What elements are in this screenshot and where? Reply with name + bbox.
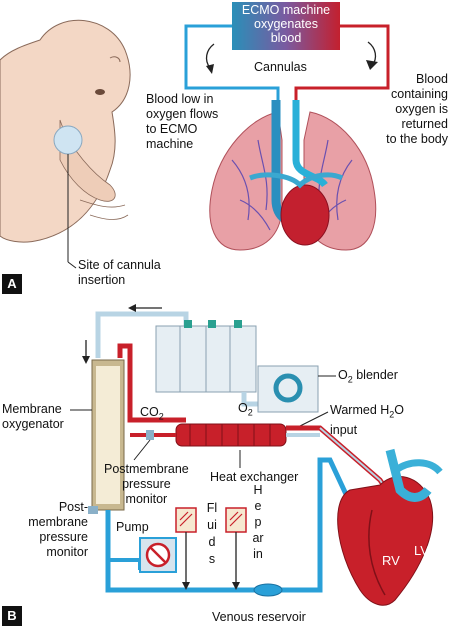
cannula-site-marker <box>53 125 83 155</box>
membrane-oxygenator-label: Membrane oxygenator <box>2 402 64 431</box>
panel-a-illustration <box>0 2 390 269</box>
heparin-label: Heparin <box>252 483 264 561</box>
venous-reservoir <box>253 583 283 597</box>
heparin-bag <box>225 507 247 590</box>
returned-oxygen-label: Blood containing oxygen is returned to t… <box>386 72 448 146</box>
postmembrane-monitor-label: Postmembrane pressure monitor <box>104 462 189 506</box>
heart-b <box>337 448 443 606</box>
panel-b-circuit <box>70 304 443 606</box>
rv-label: RV <box>382 553 400 568</box>
cannula-insertion-label: Site of cannula insertion <box>78 258 161 287</box>
co2-label: CO2 <box>140 405 164 422</box>
arterial-tube-a <box>294 24 390 100</box>
oxygen-gas-unit <box>155 320 336 413</box>
venous-reservoir-label: Venous reservoir <box>212 610 306 624</box>
ecmo-machine-label: ECMO machine oxygenates blood <box>241 3 331 45</box>
pump-label: Pump <box>116 520 149 534</box>
warmed-water-label: Warmed H2O input <box>330 403 405 437</box>
cannulas-label: Cannulas <box>254 60 307 74</box>
low-oxygen-label: Blood low in oxygen flows to ECMO machin… <box>146 92 219 151</box>
venous-tube-a <box>184 24 280 100</box>
o2-label: O2 <box>238 401 253 418</box>
pump <box>139 537 177 573</box>
heat-exchanger <box>175 423 287 447</box>
ecmo-machine-box <box>232 2 340 50</box>
infant-figure <box>0 19 131 243</box>
post-membrane-left-label: Post- membrane pressure monitor <box>28 500 88 559</box>
panel-a-tag: A <box>2 274 22 294</box>
fluids-label: Fluids <box>206 501 218 566</box>
lv-label: LV <box>414 543 429 558</box>
lungs-and-heart <box>209 100 377 251</box>
panel-b-tag: B <box>2 606 22 626</box>
fluids-bag <box>175 507 197 590</box>
o2-blender-label: O2 blender <box>338 368 398 385</box>
heat-exchanger-label: Heat exchanger <box>210 470 299 484</box>
